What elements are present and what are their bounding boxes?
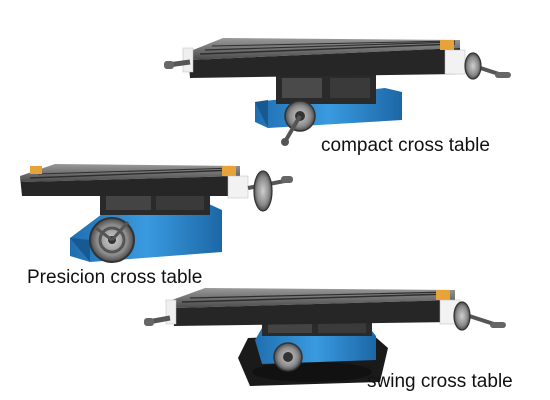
swing-cross-table [144, 288, 506, 386]
precision-cross-table [20, 164, 293, 263]
swing-table-side [172, 300, 455, 326]
precision-table-top [20, 164, 240, 182]
caption-compact-cross-table: compact cross table [321, 135, 490, 156]
compact-cross-table [164, 38, 511, 146]
compact-table-side [188, 48, 460, 78]
caption-swing-cross-table: swing cross table [367, 371, 513, 392]
compact-handwheel-right [464, 52, 482, 80]
compact-end-cap-right [444, 49, 466, 75]
precision-table-side [20, 176, 240, 196]
swing-handwheel-right [453, 301, 471, 331]
precision-handwheel-right [253, 170, 273, 212]
caption-precision-cross-table: Presicion cross table [27, 267, 203, 288]
swing-end-cap-left [165, 299, 177, 325]
precision-end-cap-right [227, 175, 249, 199]
